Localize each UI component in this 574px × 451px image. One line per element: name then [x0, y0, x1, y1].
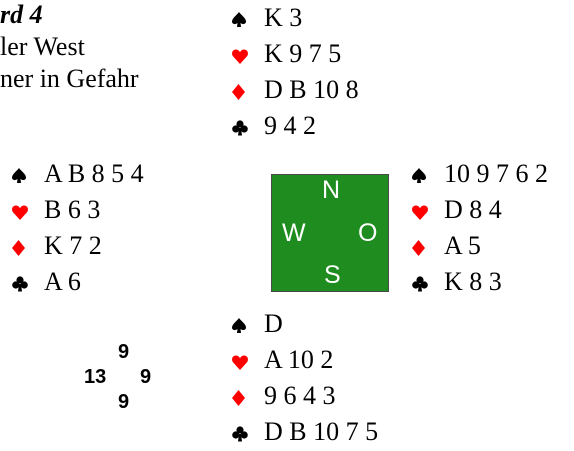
north-clubs-row: 9 4 2	[232, 108, 316, 144]
board-title: rd 4	[0, 0, 43, 29]
north-hearts-cards: K 9 7 5	[264, 39, 342, 68]
heart-icon	[412, 192, 444, 228]
east-spades-cards: 10 9 7 6 2	[444, 159, 548, 188]
east-hearts-cards: D 8 4	[444, 195, 502, 224]
spade-icon	[12, 156, 44, 192]
east-diamonds-row: A 5	[412, 228, 481, 264]
compass-east: O	[358, 219, 378, 247]
west-spades-cards: A B 8 5 4	[44, 159, 144, 188]
east-spades-row: 10 9 7 6 2	[412, 156, 548, 192]
dealer-label: ler West	[0, 32, 85, 61]
south-clubs-row: D B 10 7 5	[232, 414, 378, 450]
spade-icon	[412, 156, 444, 192]
spade-icon	[232, 0, 264, 36]
diamond-icon	[232, 378, 264, 414]
south-hearts-row: A 10 2	[232, 342, 333, 378]
north-hearts-row: K 9 7 5	[232, 36, 341, 72]
diamond-icon	[412, 228, 444, 264]
east-diamonds-cards: A 5	[444, 231, 481, 260]
hcp-north: 9	[118, 341, 130, 363]
south-hearts-cards: A 10 2	[264, 345, 334, 374]
south-spades-cards: D	[264, 309, 283, 338]
east-clubs-row: K 8 3	[412, 264, 502, 300]
west-clubs-row: A 6	[12, 264, 81, 300]
north-diamonds-cards: D B 10 8	[264, 75, 359, 104]
hcp-west: 13	[84, 366, 107, 388]
compass-north: N	[322, 176, 341, 204]
west-hearts-row: B 6 3	[12, 192, 100, 228]
east-hearts-row: D 8 4	[412, 192, 502, 228]
west-clubs-cards: A 6	[44, 267, 81, 296]
compass-table: N W O S	[271, 174, 389, 292]
club-icon	[12, 264, 44, 300]
west-hearts-cards: B 6 3	[44, 195, 101, 224]
north-spades-row: K 3	[232, 0, 302, 36]
south-diamonds-cards: 9 6 4 3	[264, 381, 336, 410]
compass-south: S	[324, 261, 341, 289]
west-diamonds-cards: K 7 2	[44, 231, 102, 260]
south-spades-row: D	[232, 306, 283, 342]
hcp-east: 9	[140, 366, 152, 388]
west-diamonds-row: K 7 2	[12, 228, 102, 264]
spade-icon	[232, 306, 264, 342]
north-spades-cards: K 3	[264, 3, 303, 32]
compass-west: W	[282, 219, 306, 247]
north-diamonds-row: D B 10 8	[232, 72, 359, 108]
vulnerability-label: ner in Gefahr	[0, 64, 139, 93]
heart-icon	[232, 36, 264, 72]
east-clubs-cards: K 8 3	[444, 267, 502, 296]
south-diamonds-row: 9 6 4 3	[232, 378, 336, 414]
heart-icon	[12, 192, 44, 228]
club-icon	[232, 108, 264, 144]
hcp-south: 9	[118, 391, 130, 413]
west-spades-row: A B 8 5 4	[12, 156, 144, 192]
club-icon	[232, 414, 264, 450]
north-clubs-cards: 9 4 2	[264, 111, 316, 140]
diamond-icon	[232, 72, 264, 108]
south-clubs-cards: D B 10 7 5	[264, 417, 379, 446]
club-icon	[412, 264, 444, 300]
heart-icon	[232, 342, 264, 378]
diamond-icon	[12, 228, 44, 264]
